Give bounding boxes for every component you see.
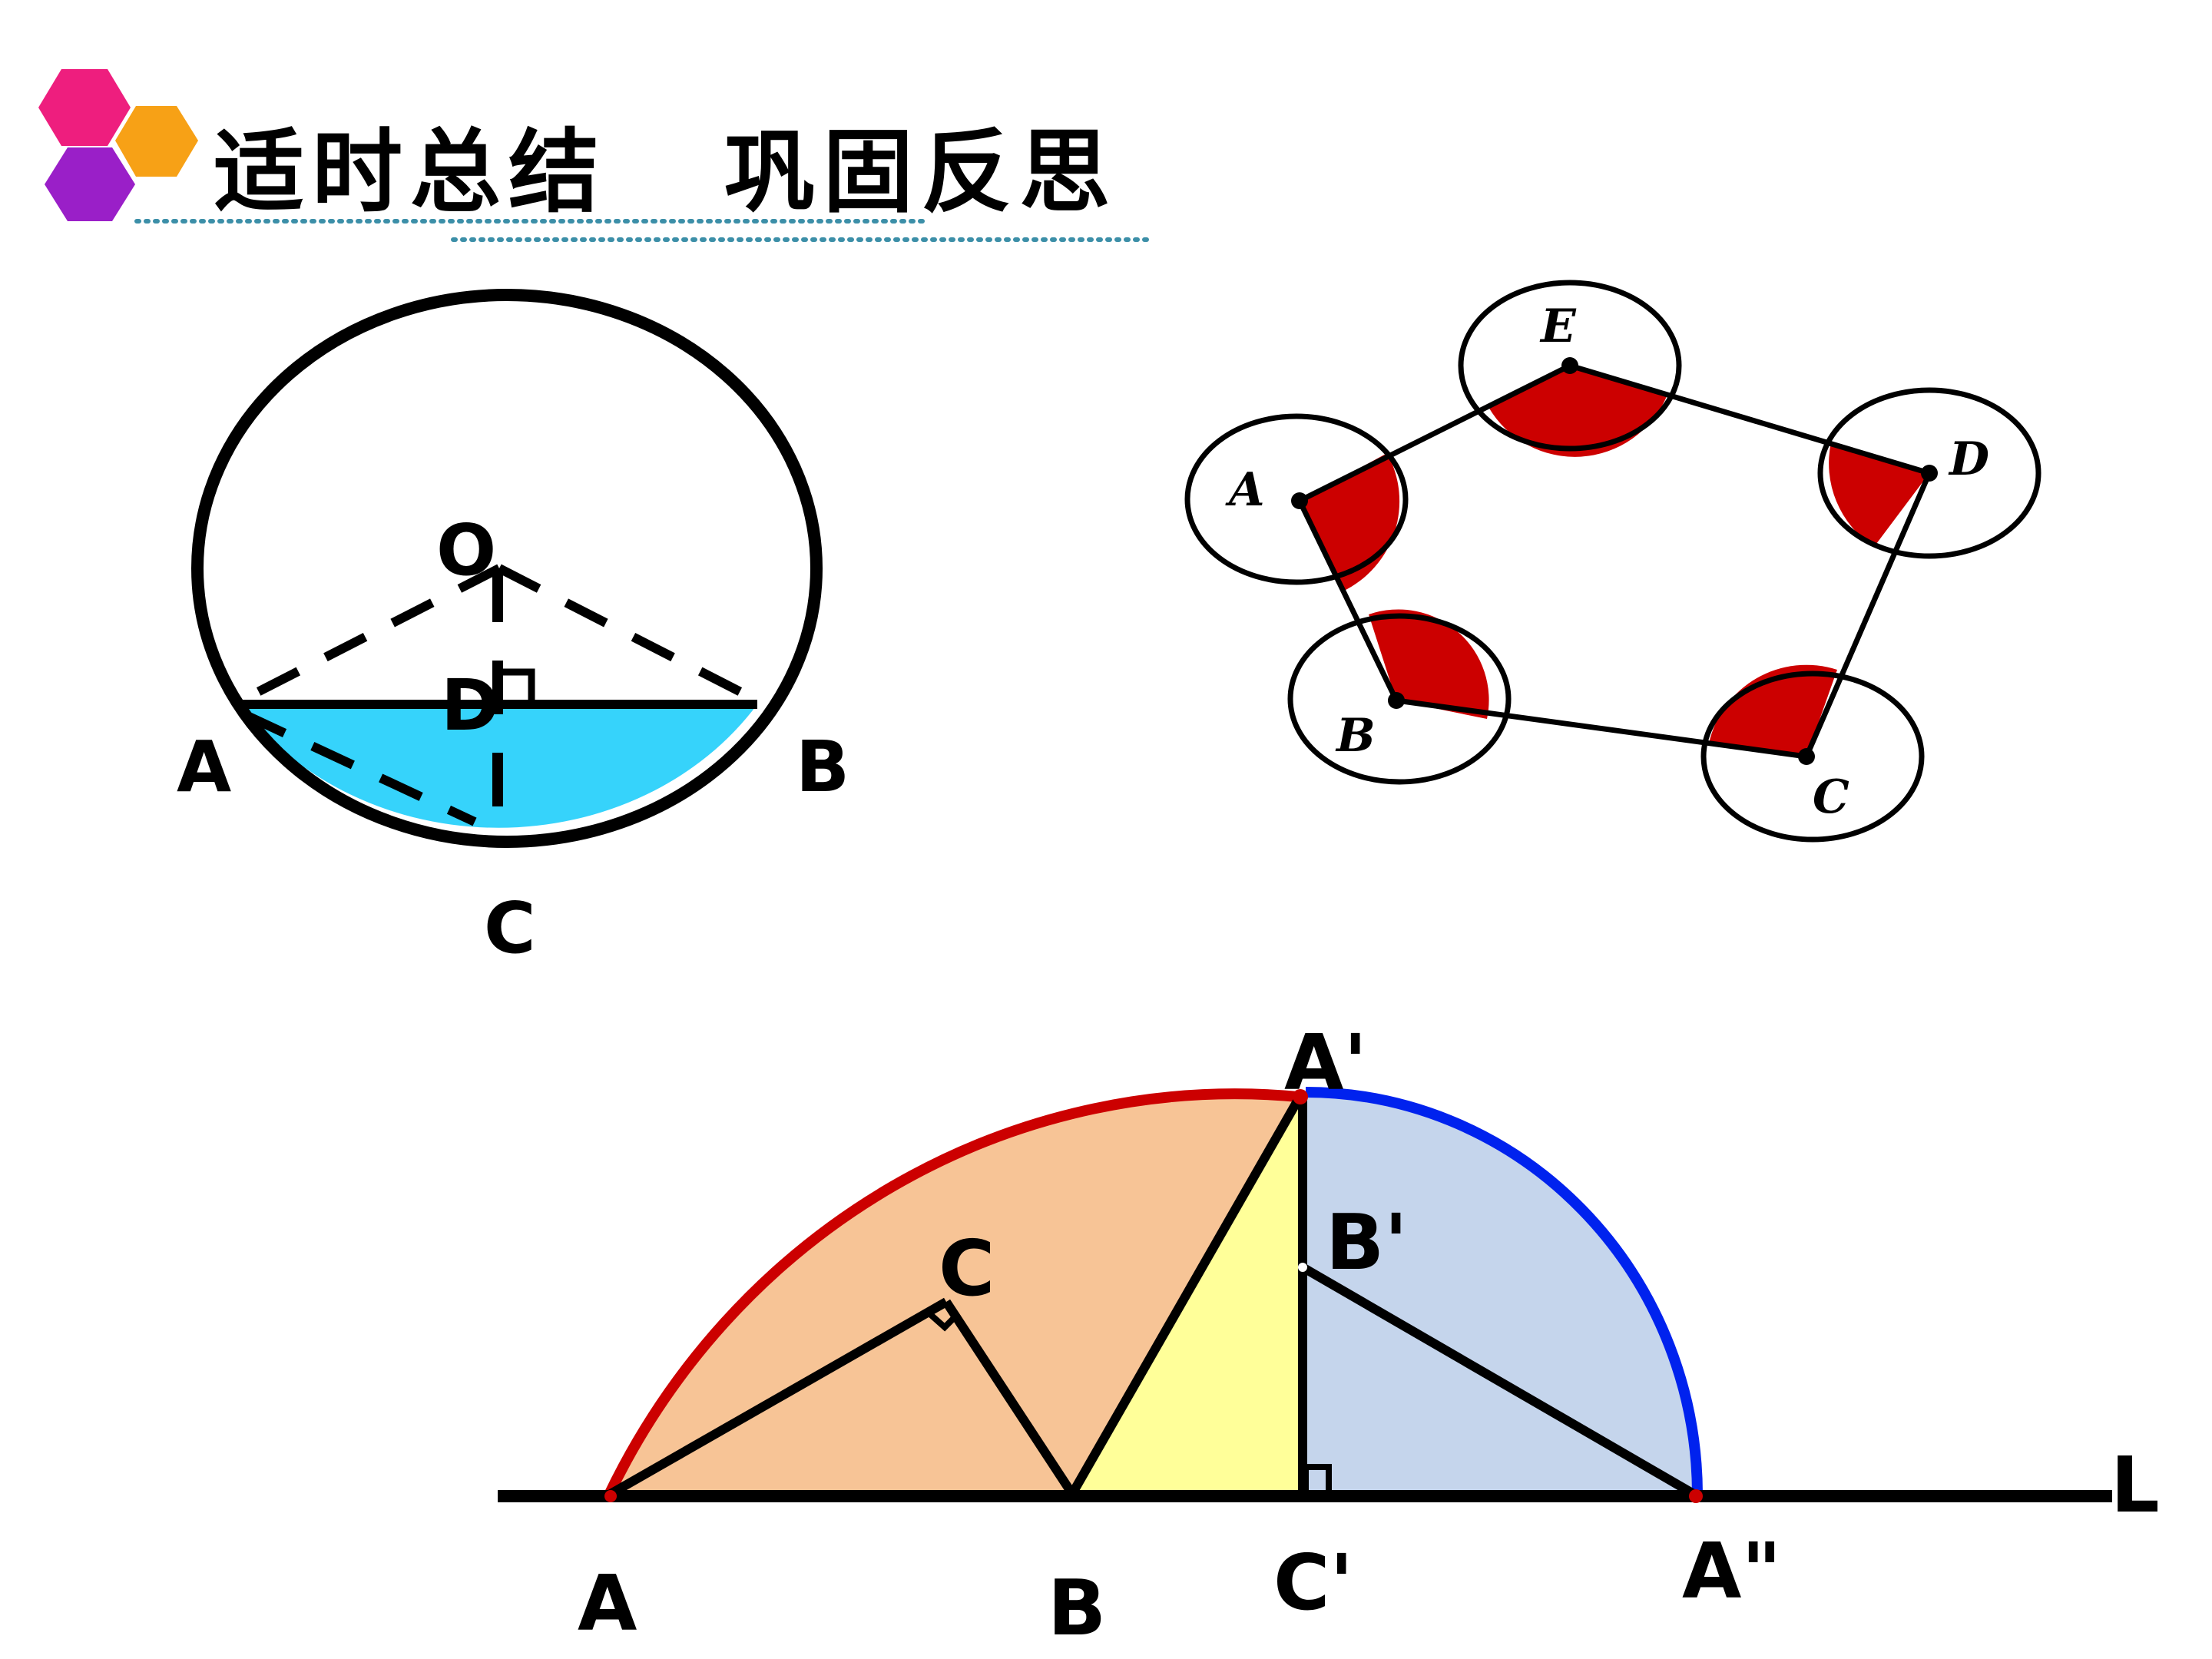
hexagon-icon-cluster xyxy=(38,69,198,221)
label-o: O xyxy=(436,509,496,591)
right-angle-marker-d xyxy=(495,668,535,708)
sector-c xyxy=(1709,664,1837,757)
sector-b xyxy=(1369,609,1489,719)
point-a-prime xyxy=(1293,1089,1308,1104)
circle-d xyxy=(1817,387,2041,559)
point-b-prime xyxy=(1298,1263,1307,1272)
segment-b-prime-a-double-prime xyxy=(1300,1263,1697,1498)
rotation-label-l: L xyxy=(2111,1440,2160,1530)
pentagon-label-d: D xyxy=(1948,432,1989,486)
circle-c xyxy=(1700,671,1925,843)
small-sector-fill xyxy=(1306,1094,1697,1494)
rotation-label-a-prime: A' xyxy=(1284,1018,1367,1108)
point-a-double-prime xyxy=(1689,1489,1703,1503)
circle-outline xyxy=(191,289,823,848)
label-b: B xyxy=(796,726,849,808)
small-arc xyxy=(1305,1087,1703,1495)
pentagon-label-a: A xyxy=(1225,463,1265,517)
pentagon-label-b: B xyxy=(1335,709,1376,763)
big-arc xyxy=(603,1088,1299,1499)
rotation-label-c-prime: C' xyxy=(1273,1538,1353,1628)
pentagon-figure: A B C D E xyxy=(1184,280,2041,843)
rotation-label-b: B xyxy=(1048,1563,1106,1653)
rotation-label-c: C xyxy=(939,1224,995,1313)
rotation-figure: A B C A' B' C' A" L xyxy=(498,1018,2160,1653)
right-angle-marker-c-prime xyxy=(1303,1464,1332,1498)
dashed-line-ac xyxy=(242,710,477,826)
label-a: A xyxy=(177,726,231,808)
sector-d xyxy=(1829,442,1929,547)
purple-hexagon-icon xyxy=(45,147,135,221)
dashed-radius-oa xyxy=(242,564,502,704)
point-a xyxy=(604,1490,617,1502)
circle-e xyxy=(1458,280,1682,452)
segment-ba-prime xyxy=(1068,1098,1303,1496)
pentagon-angle-sectors xyxy=(1300,366,1929,757)
sector-e xyxy=(1488,366,1667,457)
pink-hexagon-icon xyxy=(38,69,131,146)
right-angle-marker-c xyxy=(929,1311,961,1332)
vertex-dot-b xyxy=(1388,692,1405,709)
circle-b xyxy=(1287,613,1512,785)
dashed-radius-ob xyxy=(497,564,757,704)
label-c: C xyxy=(484,887,536,969)
rotation-label-a-double-prime: A" xyxy=(1682,1526,1782,1616)
pentagon-label-e: E xyxy=(1539,300,1577,353)
pentagon-label-c: C xyxy=(1813,770,1849,824)
vertex-dot-d xyxy=(1921,465,1938,482)
vertex-dot-c xyxy=(1798,748,1815,765)
vertex-dot-e xyxy=(1561,357,1578,374)
rotation-label-b-prime: B' xyxy=(1326,1197,1408,1287)
rotation-label-a: A xyxy=(578,1558,637,1648)
circle-chord-figure: O D A B C xyxy=(177,289,849,969)
orange-hexagon-icon xyxy=(115,106,198,177)
page-title: 适时总结 巩固反思 xyxy=(214,118,1118,225)
segment-cb xyxy=(942,1299,1077,1497)
pentagon-outline xyxy=(1296,363,1932,760)
vertex-dot-a xyxy=(1291,492,1308,509)
segment-ac xyxy=(608,1297,949,1498)
circle-a xyxy=(1184,413,1409,585)
label-d: D xyxy=(441,664,499,747)
